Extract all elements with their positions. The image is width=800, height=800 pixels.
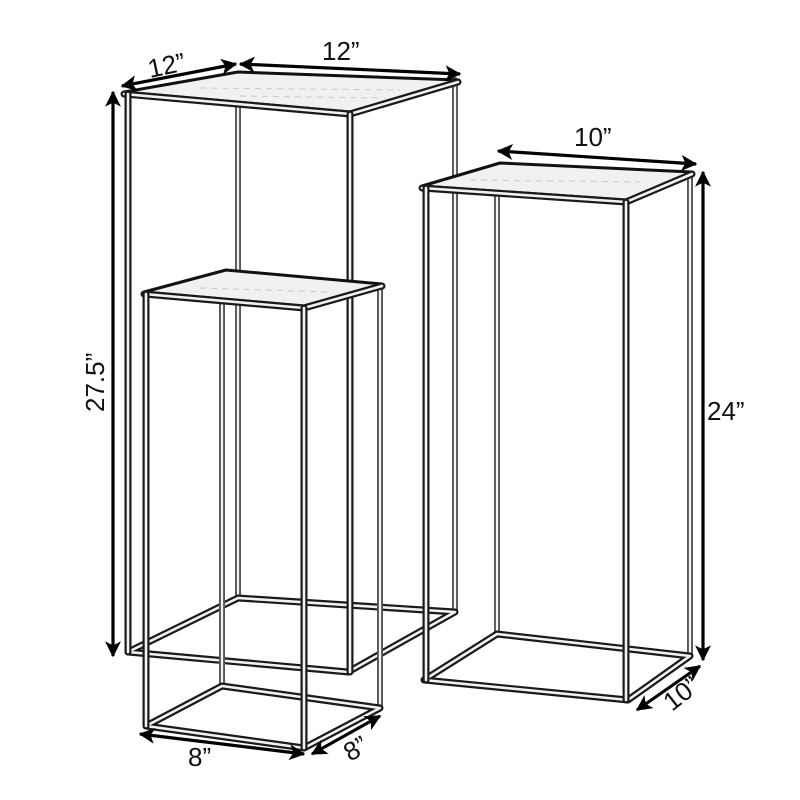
medium-stand [418,161,696,704]
tall-depth-label: 12” [145,47,188,84]
tall-stand-bottom-frame [124,594,459,676]
small-stand [140,268,386,752]
medium-height-label: 24” [707,396,745,426]
small-width-label: 8” [188,742,211,772]
small-width-arrow [138,727,306,761]
dimension-annotations: 12” 12” 27.5” 10” 24” 10” 8” 8” [80,36,745,772]
tall-stand [120,70,462,676]
medium-stand-bottom-frame [420,630,694,704]
small-stand-back-legs [219,285,383,711]
medium-depth-arrow [635,664,702,712]
small-stand-front-legs [142,290,308,752]
medium-stand-back-legs [494,173,693,659]
tall-depth-arrow [120,58,238,92]
small-depth-arrow [310,714,382,756]
tall-stand-front-legs [124,90,354,676]
tall-stand-back-legs [235,77,458,615]
medium-stand-front-legs [422,184,630,704]
medium-width-arrow [496,143,698,172]
tall-width-arrow [238,56,462,82]
tall-height-label: 27.5” [80,353,110,412]
tall-width-label: 12” [322,36,360,66]
medium-width-label: 10” [574,122,612,152]
